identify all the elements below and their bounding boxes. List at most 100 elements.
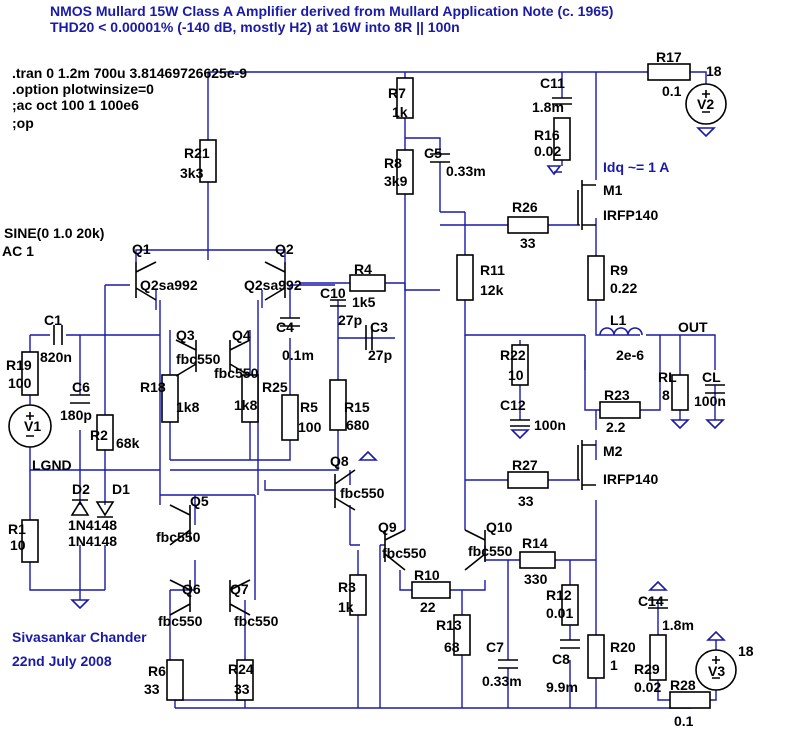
value-R25: 1k8 (234, 397, 258, 413)
mosfet-M2 (577, 440, 596, 490)
resistor-R26 (507, 216, 549, 234)
label-R12: R12 (546, 587, 572, 603)
capacitor-C12 (510, 419, 530, 427)
transistor-Q10 (464, 529, 486, 571)
value-D1: 1N4148 (68, 533, 117, 549)
label-R27: R27 (512, 457, 538, 473)
value-C8: 9.9m (546, 679, 578, 695)
component-labels: R17 0.1 18 V2 C11 1.8m R16 0.02 R7 1k R8… (6, 49, 754, 729)
resistor-R5 (281, 394, 299, 441)
capacitor-CL (705, 384, 725, 394)
value-C1: 820n (40, 349, 72, 365)
value-V2: 18 (706, 63, 722, 79)
resistor-R14 (519, 551, 556, 569)
value-M2: IRFP140 (603, 471, 658, 487)
label-R11: R11 (480, 262, 505, 278)
resistor-R7 (396, 77, 414, 119)
value-L1: 2e-6 (616, 347, 644, 363)
value-R4: 1k5 (352, 294, 376, 310)
ground-symbol (705, 419, 725, 430)
transistor-Q2 (264, 261, 286, 301)
author-date: 22nd July 2008 (12, 653, 112, 669)
label-C1: C1 (44, 312, 62, 328)
label-R16: R16 (534, 127, 560, 143)
value-R28: 0.1 (674, 713, 694, 729)
value-R8: 3k9 (384, 173, 408, 189)
value-C7: 0.33m (482, 673, 522, 689)
value-R18: 1k8 (176, 399, 200, 415)
value-R1: 10 (10, 537, 26, 553)
label-Q9: Q9 (378, 519, 397, 535)
resistor-R25 (241, 374, 259, 423)
resistor-R21 (199, 139, 217, 183)
label-C3: C3 (370, 319, 388, 335)
ground-symbol (670, 419, 690, 430)
title: NMOS Mullard 15W Class A Amplifier deriv… (50, 3, 613, 19)
resistor-R27 (507, 471, 549, 489)
value-R10: 22 (420, 599, 436, 615)
capacitor-C7 (498, 659, 518, 669)
transistor-Q7 (229, 579, 251, 616)
label-Q10: Q10 (486, 519, 513, 535)
value-C11: 1.8m (532, 99, 564, 115)
value-R2: 68k (116, 435, 140, 451)
value-R13: 68 (444, 639, 460, 655)
label-V2: V2 (697, 96, 714, 112)
capacitors (53, 97, 725, 669)
label-R3: R3 (338, 579, 356, 595)
label-R26: R26 (512, 199, 538, 215)
resistor-R28 (669, 691, 711, 709)
mosfet-M1 (577, 180, 596, 230)
value-Q10: fbc550 (468, 543, 513, 559)
transistor-Q1 (135, 261, 157, 301)
ground-symbol (696, 127, 716, 138)
capacitor-C4 (280, 317, 300, 327)
label-R2: R2 (90, 427, 108, 443)
capacitor-C5 (430, 153, 450, 163)
value-R19: 100 (8, 375, 32, 391)
label-R7: R7 (388, 85, 406, 101)
label-V3: V3 (708, 663, 725, 679)
resistor-R9 (587, 255, 605, 301)
source-V3 (695, 649, 737, 691)
value-CL: 100n (694, 393, 726, 409)
diode-D2 (70, 499, 90, 516)
label-R15: R15 (344, 399, 370, 415)
value-Q3: fbc550 (176, 351, 221, 367)
label-Q5: Q5 (190, 493, 209, 509)
value-C10: 27p (338, 312, 362, 328)
value-R16: 0.02 (534, 143, 561, 159)
transistors (135, 180, 596, 616)
label-C8: C8 (552, 651, 570, 667)
label-C11: C11 (540, 75, 565, 91)
source-name: V1 (24, 418, 41, 434)
resistor-R13 (453, 614, 471, 656)
label-R10: R10 (414, 567, 440, 583)
value-R29: 0.02 (634, 679, 661, 695)
value-R9: 0.22 (610, 280, 637, 296)
label-R9: R9 (610, 262, 628, 278)
ground-symbol (70, 599, 90, 610)
idq-note: Idq ~= 1 A (603, 159, 669, 175)
value-Q7: fbc550 (234, 613, 279, 629)
grounds (70, 127, 726, 641)
label-R28: R28 (670, 677, 696, 693)
label-CL: CL (702, 369, 721, 385)
label-M1: M1 (603, 182, 623, 198)
directive-line: ;op (12, 115, 34, 131)
capacitor-C10 (330, 299, 346, 307)
label-R24: R24 (228, 661, 254, 677)
lgnd-label: LGND (32, 457, 72, 473)
resistor-R20 (587, 634, 605, 679)
label-Q8: Q8 (330, 453, 349, 469)
label-L1: L1 (610, 312, 627, 328)
label-Q3: Q3 (176, 327, 195, 343)
value-R23: 2.2 (606, 419, 626, 435)
value-R27: 33 (518, 493, 534, 509)
label-R25: R25 (262, 379, 288, 395)
resistor-R11 (456, 254, 474, 301)
value-R15: 680 (346, 417, 370, 433)
label-R18: R18 (140, 379, 166, 395)
value-R22: 10 (508, 367, 524, 383)
value-C12: 100n (534, 417, 566, 433)
